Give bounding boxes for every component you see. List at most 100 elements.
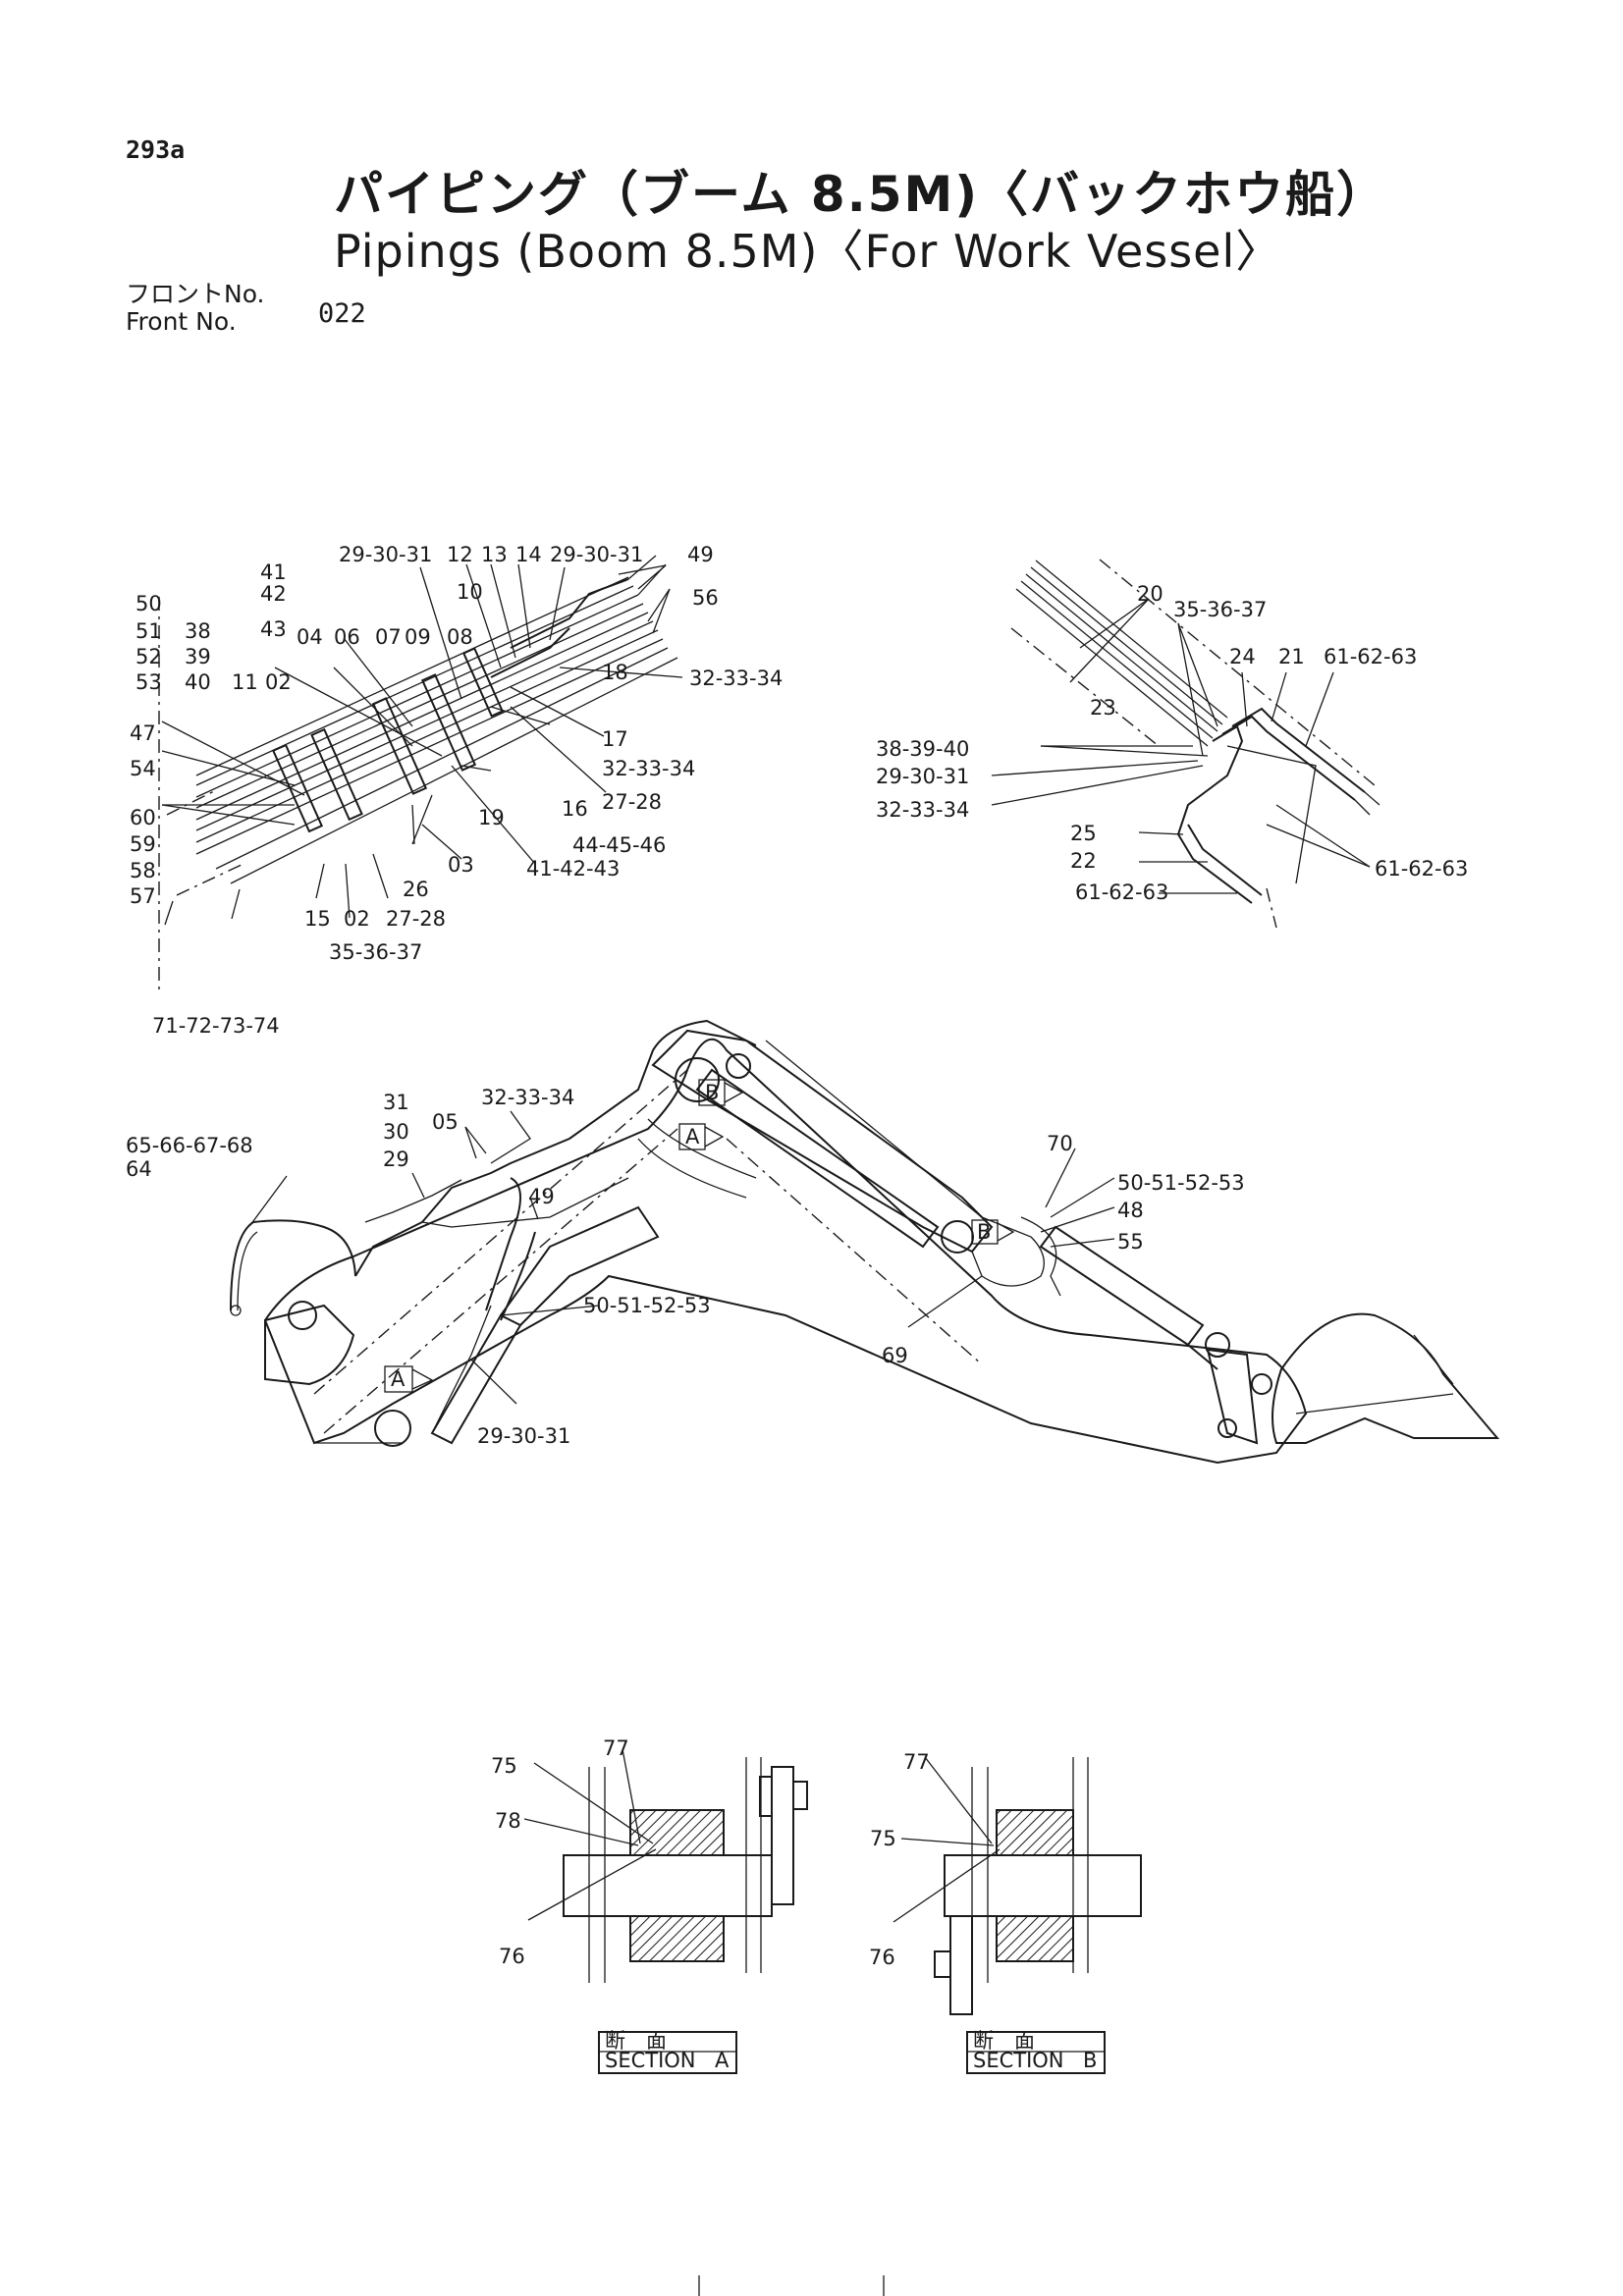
callout-top-left-31: 27-28: [602, 790, 662, 814]
section-a-label: SECTION: [605, 2049, 696, 2072]
boom-cylinder: [430, 1205, 660, 1445]
callout-main-3: 32-33-34: [481, 1086, 574, 1109]
callout-top-left-20: 09: [405, 625, 431, 649]
boom-foot: [264, 1301, 411, 1447]
front-label-english: Front No.: [126, 307, 237, 336]
section-a-drawing: [523, 1748, 808, 2074]
callout-top-left-38: 19: [478, 806, 505, 829]
callout-top-left-7: 41: [260, 561, 287, 584]
callout-top-left-33: 59: [130, 832, 156, 856]
callout-top-left-4: 29-30-31: [550, 543, 643, 566]
callout-top-left-10: 50: [135, 592, 162, 615]
section-b-kanji: 断 面: [973, 2029, 1035, 2053]
callout-main-5: 65-66-67-68: [126, 1134, 253, 1157]
arm-body: [637, 1029, 994, 1254]
section-b-letter: B: [1083, 2049, 1097, 2072]
callout-top-left-16: 40: [185, 670, 211, 694]
main-assembly: [230, 1019, 1500, 1465]
callout-top-right-1: 35-36-37: [1173, 598, 1267, 621]
callout-top-left-34: 58: [130, 859, 156, 882]
arm-cylinder: [695, 1068, 974, 1254]
callout-top-left-28: 17: [602, 727, 628, 751]
callout-top-left-46: 71-72-73-74: [152, 1014, 280, 1038]
callout-main-13: 55: [1117, 1230, 1144, 1254]
callout-top-left-36: 16: [562, 797, 588, 821]
front-label-japanese: フロントNo.: [126, 280, 265, 308]
callout-top-left-2: 13: [481, 543, 508, 566]
callout-section-a-0: 75: [491, 1754, 517, 1778]
callout-top-left-19: 07: [375, 625, 402, 649]
boom-outline-left: [158, 597, 244, 993]
pipe-bundle-left: [195, 555, 678, 884]
section-marker-letter-b-3: B: [977, 1220, 991, 1244]
main-leader-lines: [249, 1110, 1115, 1405]
boom-body: [263, 1038, 1308, 1465]
callout-top-left-45: 35-36-37: [329, 940, 422, 964]
callout-top-left-21: 08: [447, 625, 473, 649]
callout-top-right-2: 24: [1229, 645, 1256, 668]
callout-top-left-43: 02: [344, 907, 370, 931]
page-number: 293a: [126, 135, 186, 164]
callout-top-right-11: 61-62-63: [1075, 881, 1168, 904]
section-marker-b-arm: [971, 1219, 1015, 1245]
bucket-cylinder: [1039, 1225, 1230, 1370]
callout-top-left-27: 47: [130, 721, 156, 745]
callout-top-left-32: 60: [130, 806, 156, 829]
callout-section-a-1: 77: [603, 1736, 629, 1760]
callout-top-right-10: 22: [1070, 849, 1097, 873]
callout-top-left-42: 15: [304, 907, 331, 931]
title-japanese: パイピング（ブーム 8.5M)〈バックホウ船）: [334, 166, 1388, 223]
section-a-kanji: 断 面: [605, 2029, 667, 2053]
callout-top-left-14: 38: [185, 619, 211, 643]
callout-main-8: 50-51-52-53: [583, 1294, 711, 1317]
callout-top-left-12: 52: [135, 645, 162, 668]
callout-section-a-2: 78: [495, 1809, 521, 1833]
callout-top-left-24: 02: [265, 670, 292, 694]
callout-top-left-0: 29-30-31: [339, 543, 432, 566]
section-b-drawing: [893, 1756, 1142, 2074]
callout-top-left-9: 43: [260, 617, 287, 641]
callout-main-14: 69: [882, 1344, 908, 1367]
callout-section-b-0: 77: [903, 1750, 930, 1774]
callout-top-right-5: 23: [1090, 696, 1116, 720]
callout-top-left-25: 32-33-34: [689, 667, 783, 690]
callout-main-4: 05: [432, 1110, 459, 1134]
section-a-letter: A: [715, 2049, 730, 2072]
bucket: [1271, 1312, 1500, 1444]
callout-top-left-22: 10: [457, 580, 483, 604]
callout-top-left-40: 03: [448, 853, 474, 877]
callout-main-9: 29-30-31: [477, 1424, 570, 1448]
callout-top-left-37: 44-45-46: [572, 833, 666, 857]
hose-lines-main: [230, 1019, 1061, 1434]
callout-main-11: 50-51-52-53: [1117, 1171, 1245, 1195]
callout-top-left-13: 53: [135, 670, 162, 694]
callout-top-right-6: 38-39-40: [876, 737, 969, 761]
callout-main-7: 49: [528, 1185, 555, 1208]
callout-main-10: 70: [1047, 1132, 1073, 1155]
front-number-value: 022: [318, 298, 366, 329]
callout-top-left-35: 57: [130, 884, 156, 908]
section-marker-letter-b-2: B: [705, 1081, 719, 1104]
top-right-detail: [991, 559, 1380, 929]
callout-top-left-1: 12: [447, 543, 473, 566]
leader-lines-top-left: [161, 563, 683, 919]
callout-main-2: 29: [383, 1148, 409, 1171]
callout-section-b-2: 76: [869, 1946, 895, 1969]
section-marker-a-boom-foot: [384, 1365, 434, 1393]
binding-marks: [698, 2275, 885, 2296]
callout-main-12: 48: [1117, 1199, 1144, 1222]
callout-top-left-18: 06: [334, 625, 360, 649]
callout-top-left-26: 18: [602, 661, 628, 684]
callout-top-left-29: 54: [130, 757, 156, 780]
section-marker-b-boom-head: [698, 1079, 744, 1106]
callout-top-right-8: 32-33-34: [876, 798, 969, 822]
callout-top-left-3: 14: [515, 543, 542, 566]
arm-link: [1206, 1348, 1272, 1445]
callout-top-left-6: 56: [692, 586, 719, 610]
callout-section-b-1: 75: [870, 1827, 896, 1850]
callout-top-left-5: 49: [687, 543, 714, 566]
callout-top-right-3: 21: [1278, 645, 1305, 668]
callout-top-left-23: 11: [232, 670, 258, 694]
callout-top-left-41: 26: [403, 878, 429, 901]
